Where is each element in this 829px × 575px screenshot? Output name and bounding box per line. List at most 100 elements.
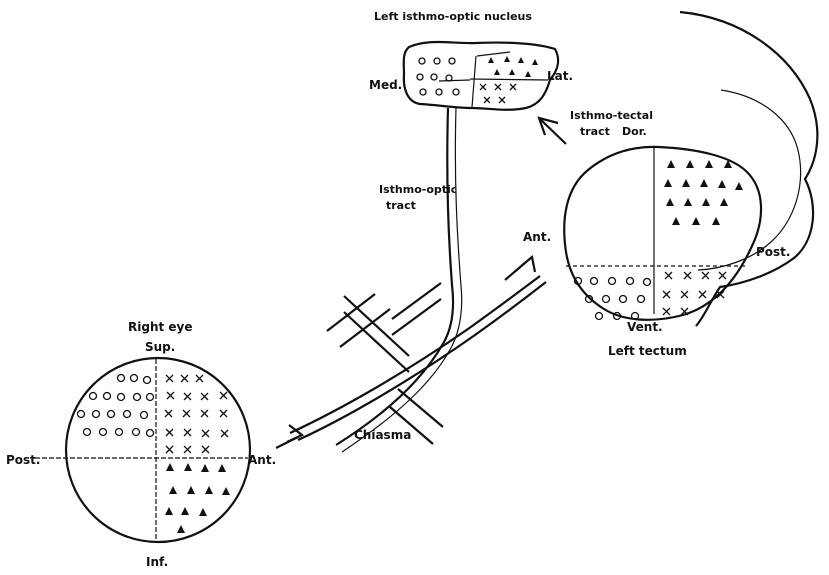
circle-symbol bbox=[116, 429, 123, 436]
triangle-symbol bbox=[518, 57, 524, 63]
cross-symbol bbox=[681, 291, 688, 298]
cross-symbol bbox=[684, 272, 691, 279]
triangle-symbol bbox=[672, 217, 680, 225]
circle-symbol bbox=[124, 411, 131, 418]
triangle-symbol bbox=[684, 198, 692, 206]
circle-symbol bbox=[627, 278, 634, 285]
triangle-symbol bbox=[667, 160, 675, 168]
cross-symbol bbox=[181, 375, 188, 382]
triangle-symbol bbox=[165, 507, 173, 515]
triangle-symbol bbox=[504, 56, 510, 62]
triangle-symbol bbox=[184, 463, 192, 471]
circle-symbol bbox=[134, 394, 141, 401]
eye-posterior-label: Post. bbox=[6, 453, 40, 467]
eye-superior-label: Sup. bbox=[145, 340, 175, 354]
triangle-symbol bbox=[705, 160, 713, 168]
triangle-symbol bbox=[222, 487, 230, 495]
cross-symbol bbox=[665, 272, 672, 279]
circle-symbol bbox=[90, 393, 97, 400]
nucleus-title: Left isthmo-optic nucleus bbox=[374, 10, 532, 23]
eye-outline bbox=[66, 358, 250, 542]
nucleus-medial-label: Med. bbox=[369, 78, 402, 92]
triangle-symbol bbox=[532, 59, 538, 65]
triangle-symbol bbox=[494, 69, 500, 75]
circle-symbol bbox=[436, 89, 442, 95]
circle-symbol bbox=[93, 411, 100, 418]
tectum-posterior-label: Post. bbox=[756, 245, 790, 259]
cross-symbol bbox=[196, 375, 203, 382]
tectum-ventral-label: Vent. bbox=[627, 320, 663, 334]
isthmo-optic-tract-inner bbox=[342, 108, 462, 452]
triangle-symbol bbox=[720, 198, 728, 206]
brain-outline bbox=[680, 12, 817, 326]
cross-symbol bbox=[510, 84, 516, 90]
triangle-symbol bbox=[718, 180, 726, 188]
circle-symbol bbox=[591, 278, 598, 285]
triangle-symbol bbox=[187, 486, 195, 494]
circle-symbol bbox=[144, 377, 151, 384]
circle-symbol bbox=[644, 279, 651, 286]
cross-symbol bbox=[480, 84, 486, 90]
triangle-symbol bbox=[525, 71, 531, 77]
cross-symbol bbox=[166, 446, 173, 453]
triangle-symbol bbox=[664, 179, 672, 187]
eye-inferior-label: Inf. bbox=[146, 555, 168, 569]
triangle-symbol bbox=[177, 525, 185, 533]
isthmo-tectal-label-line2: tract bbox=[580, 125, 610, 138]
triangle-symbol bbox=[682, 179, 690, 187]
triangle-symbol bbox=[735, 182, 743, 190]
cross-symbol bbox=[202, 446, 209, 453]
circle-symbol bbox=[100, 429, 107, 436]
circle-symbol bbox=[131, 375, 138, 382]
tectum-anterior-label: Ant. bbox=[523, 230, 551, 244]
tectum-dorsal-label: Dor. bbox=[622, 125, 647, 138]
tectum-title: Left tectum bbox=[608, 344, 687, 358]
circle-symbol bbox=[609, 278, 616, 285]
cross-symbol bbox=[201, 410, 208, 417]
circle-symbol bbox=[84, 429, 91, 436]
circle-symbol bbox=[453, 89, 459, 95]
cross-symbol bbox=[184, 393, 191, 400]
triangle-symbol bbox=[666, 198, 674, 206]
isthmo-optic-tract bbox=[336, 108, 453, 445]
triangle-symbol bbox=[488, 57, 494, 63]
circle-symbol bbox=[118, 375, 125, 382]
cross-symbol bbox=[202, 430, 209, 437]
triangle-symbol bbox=[166, 463, 174, 471]
isthmo-optic-label-line2: tract bbox=[386, 199, 416, 212]
triangle-symbol bbox=[712, 217, 720, 225]
cross-symbol bbox=[165, 410, 172, 417]
eye-circle-group bbox=[78, 375, 154, 437]
cross-symbol bbox=[719, 272, 726, 279]
circle-symbol bbox=[118, 394, 125, 401]
cross-symbol bbox=[184, 429, 191, 436]
cross-symbol bbox=[184, 446, 191, 453]
cross-symbol bbox=[220, 410, 227, 417]
tectal-input-arrow bbox=[505, 257, 535, 280]
brain-inner-contour bbox=[698, 90, 801, 270]
tectum-outline bbox=[564, 147, 761, 320]
circle-symbol bbox=[620, 296, 627, 303]
triangle-symbol bbox=[686, 160, 694, 168]
triangle-symbol bbox=[218, 464, 226, 472]
triangle-symbol bbox=[700, 179, 708, 187]
circle-symbol bbox=[417, 74, 423, 80]
triangle-symbol bbox=[169, 486, 177, 494]
circle-symbol bbox=[596, 313, 603, 320]
cross-symbol bbox=[699, 291, 706, 298]
triangle-symbol bbox=[509, 69, 515, 75]
triangle-symbol bbox=[201, 464, 209, 472]
triangle-symbol bbox=[181, 507, 189, 515]
cross-symbol bbox=[183, 410, 190, 417]
circle-symbol bbox=[449, 58, 455, 64]
isthmo-optic-label-line1: Isthmo-optic bbox=[379, 183, 457, 196]
circle-symbol bbox=[147, 394, 154, 401]
circle-symbol bbox=[431, 74, 437, 80]
circle-symbol bbox=[108, 411, 115, 418]
isthmo-tectal-arrow bbox=[539, 118, 566, 144]
circle-symbol bbox=[78, 411, 85, 418]
triangle-symbol bbox=[702, 198, 710, 206]
eye-cross-group bbox=[165, 375, 228, 453]
